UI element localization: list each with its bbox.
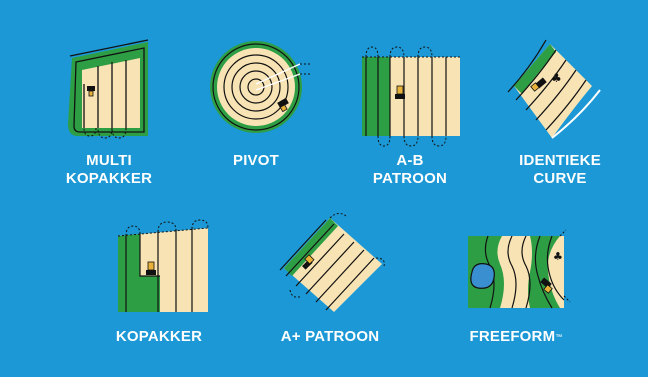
freeform-label: FREEFORM: [470, 328, 556, 345]
svg-text:♣: ♣: [553, 250, 563, 263]
trademark-mark: ™: [555, 334, 562, 341]
